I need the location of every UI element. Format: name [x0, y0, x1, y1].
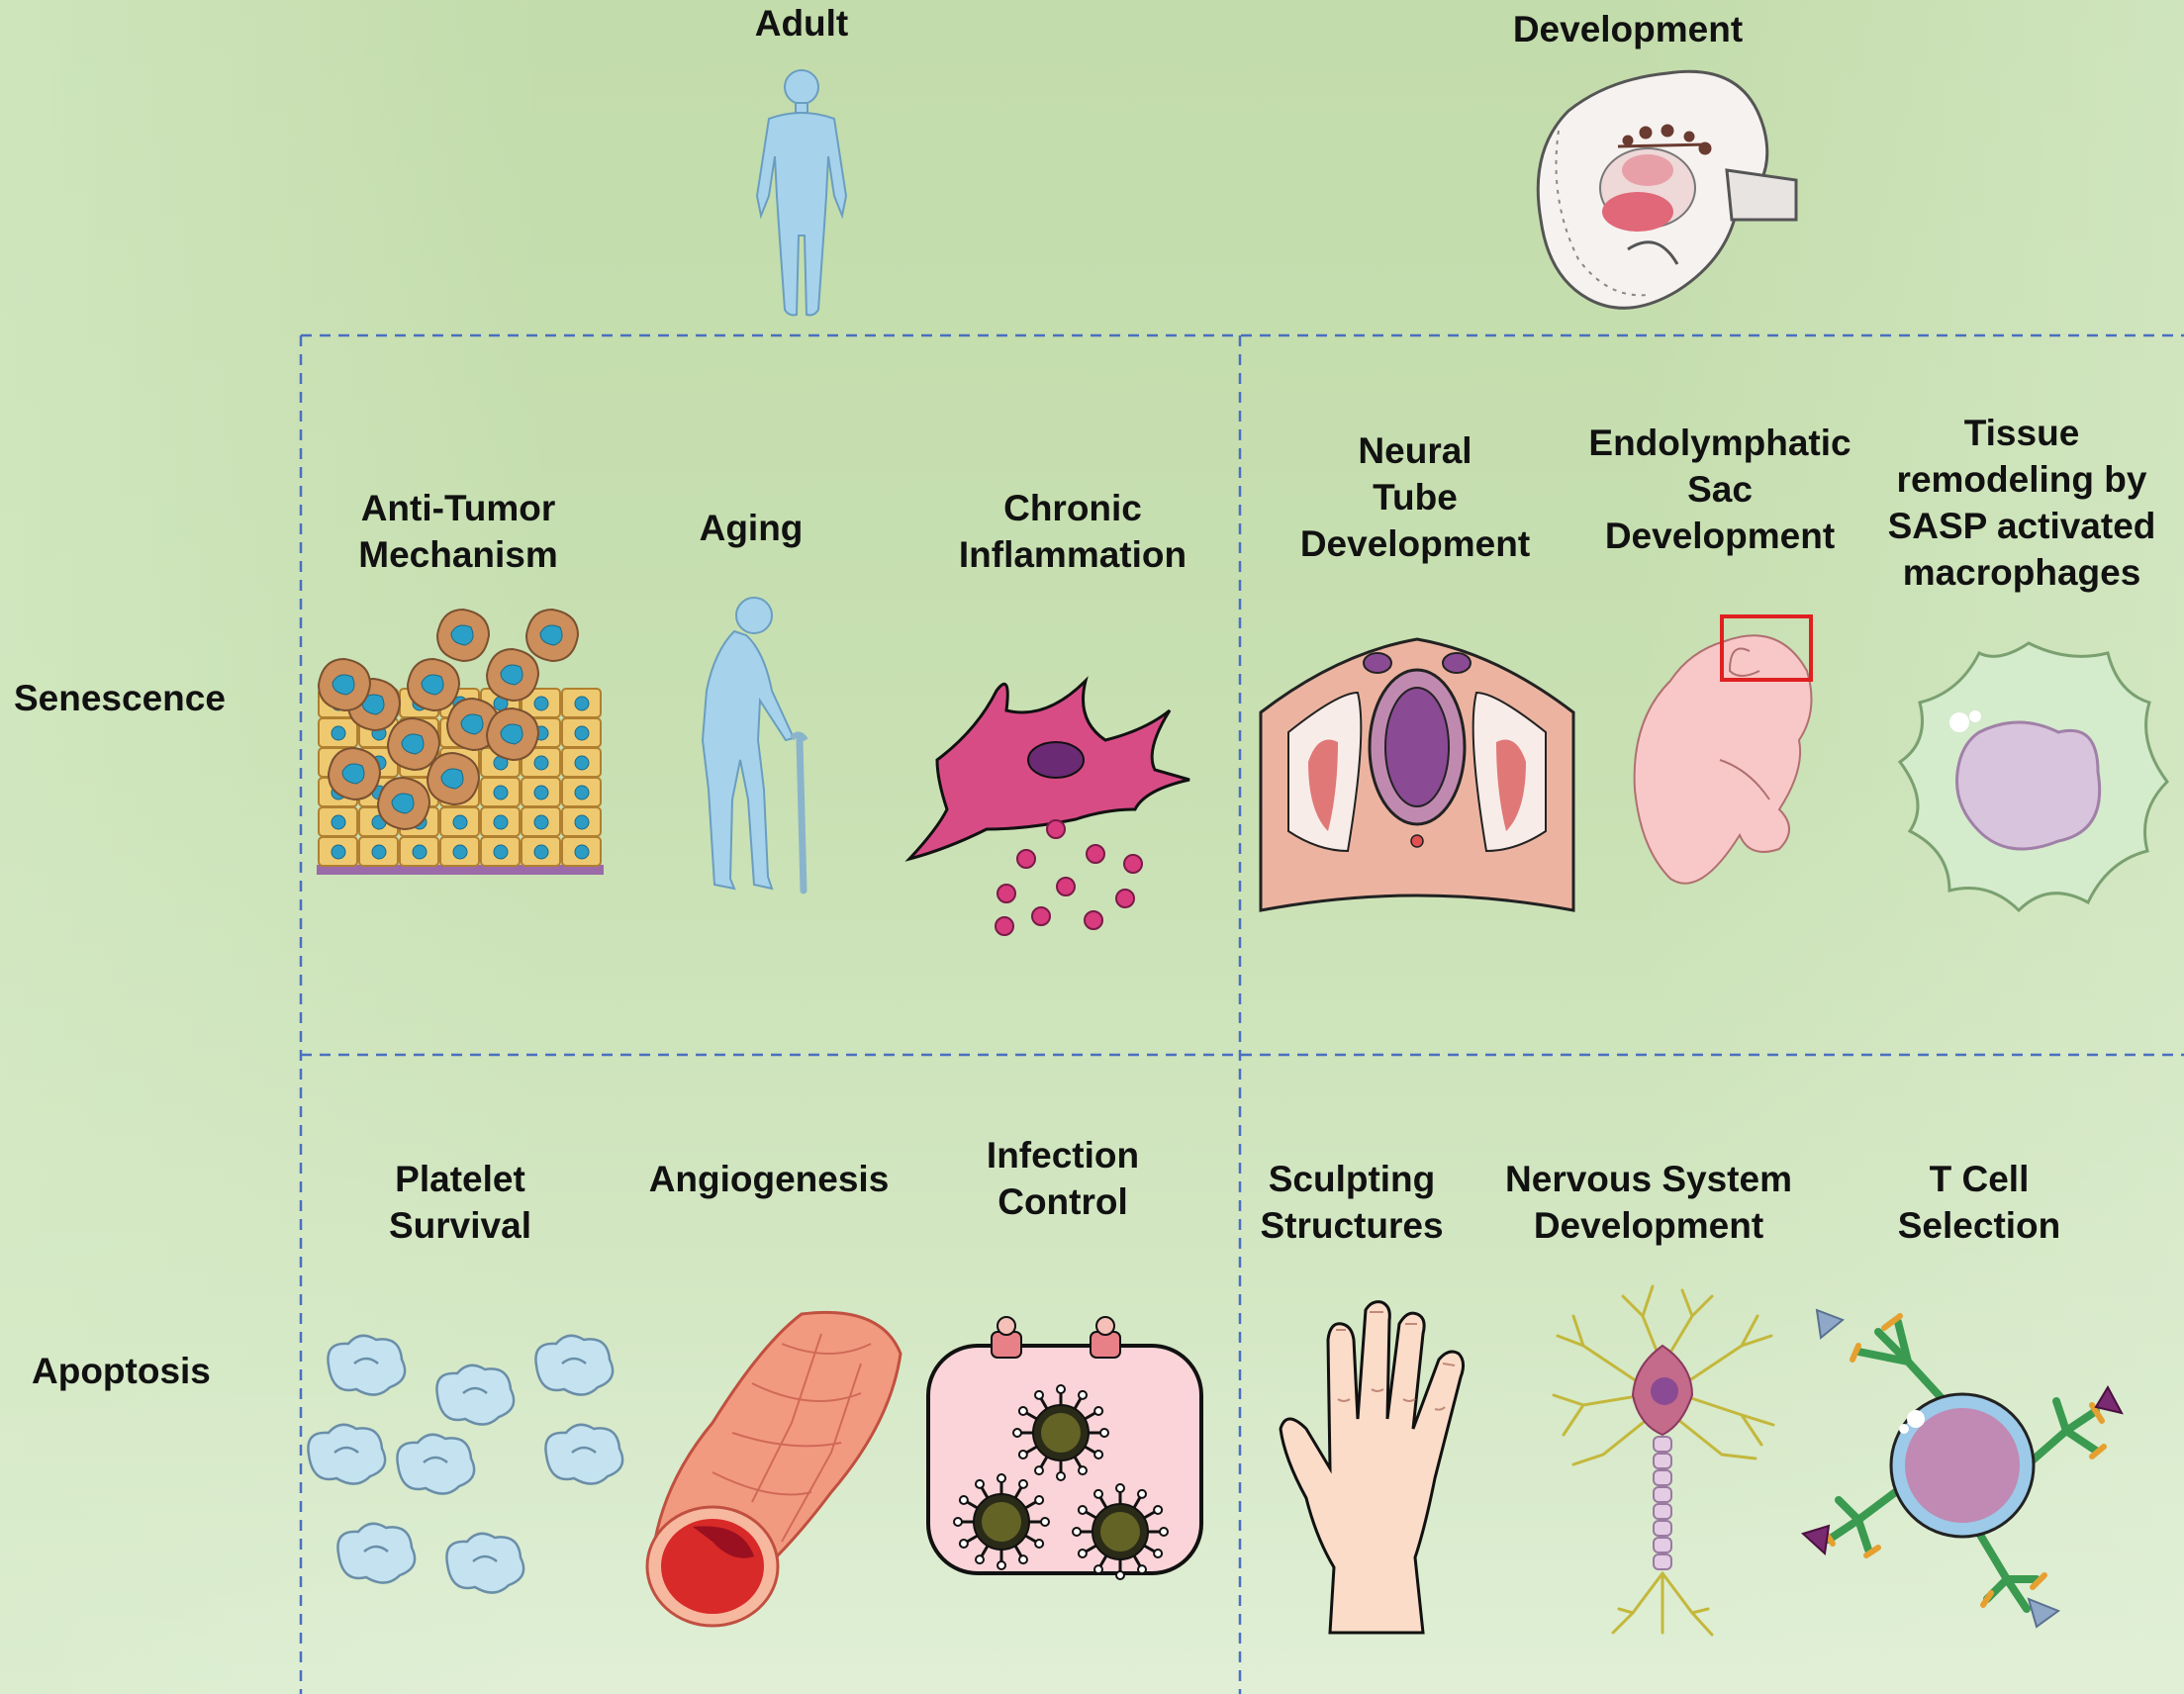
row-label-apoptosis: Apoptosis [32, 1351, 211, 1391]
highlight-box [1720, 614, 1813, 682]
embryo-icon [1536, 69, 1798, 310]
neuron-icon [1552, 1284, 1775, 1637]
label-aging: Aging [699, 508, 804, 548]
hand-icon [1279, 1300, 1466, 1635]
label-angiogenesis: Angiogenesis [648, 1159, 890, 1199]
t-cell-icon [1801, 1308, 2124, 1629]
neural-tube-icon [1259, 637, 1575, 912]
column-label-adult: Adult [754, 3, 849, 44]
blood-vessel-icon [645, 1310, 902, 1628]
infected-cell-icon [926, 1316, 1203, 1580]
fetus-icon [1633, 614, 1813, 885]
column-label-development: Development [1512, 9, 1744, 49]
tumor-tissue-icon [317, 608, 604, 875]
row-label-senescence: Senescence [14, 678, 226, 718]
inflamed-cell-icon [904, 676, 1190, 936]
macrophage-icon [1897, 641, 2169, 913]
elderly-person-icon [701, 597, 808, 894]
platelets-icon [307, 1334, 624, 1594]
adult-human-icon [755, 69, 848, 317]
